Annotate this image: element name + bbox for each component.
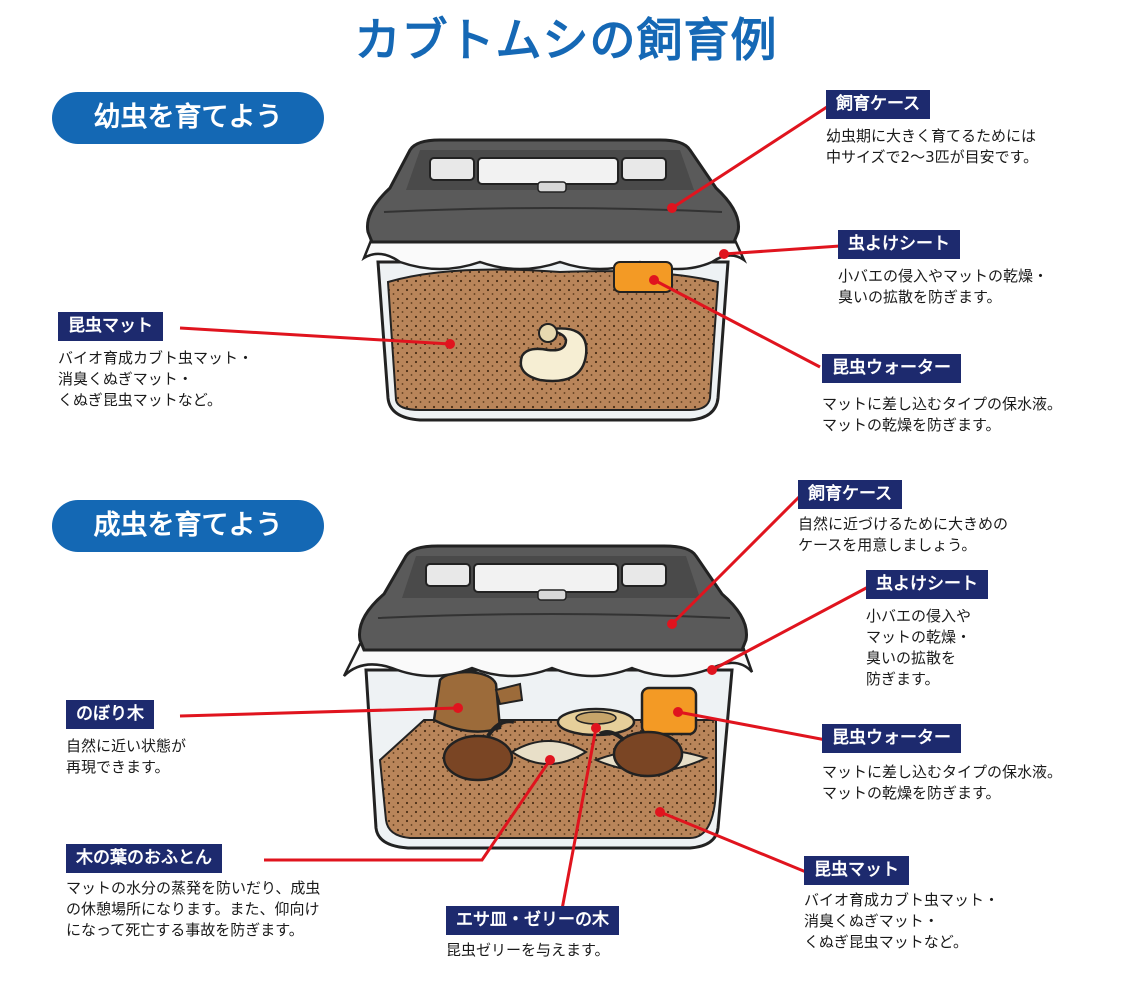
section-larva: 幼虫を育てよう — [52, 92, 324, 144]
adult-climb-desc: 自然に近い状態が再現できます。 — [66, 737, 187, 776]
adult-sheet-desc: 小バエの侵入やマットの乾燥・臭いの拡散を防ぎます。 — [866, 607, 972, 688]
adult-water-tag: 昆虫ウォーター — [822, 724, 961, 753]
larva-mat-desc: バイオ育成カブト虫マット・消臭くぬぎマット・くぬぎ昆虫マットなど。 — [58, 349, 254, 409]
larva-case-desc: 幼虫期に大きく育てるためには中サイズで2〜3匹が目安です。 — [826, 127, 1039, 166]
leader-lines — [179, 103, 871, 921]
larva-sheet-desc: 小バエの侵入やマットの乾燥・臭いの拡散を防ぎます。 — [838, 267, 1049, 306]
adult-climb-tag: のぼり木 — [66, 700, 154, 729]
adult-mat-desc: バイオ育成カブト虫マット・消臭くぬぎマット・くぬぎ昆虫マットなど。 — [804, 891, 1000, 951]
leader-dots — [445, 203, 729, 817]
adult-sheet-tag: 虫よけシート — [866, 570, 988, 599]
section-adult: 成虫を育てよう — [52, 500, 324, 552]
larva-sheet-tag: 虫よけシート — [838, 230, 960, 259]
adult-mat-tag: 昆虫マット — [804, 856, 909, 885]
adult-dish-tag: エサ皿・ゼリーの木 — [446, 906, 619, 935]
adult-leaves-desc: マットの水分の蒸発を防いだり、成虫の休憩場所になります。また、仰向けになって死亡… — [66, 879, 321, 939]
larva-case-tag: 飼育ケース — [826, 90, 931, 119]
adult-case-desc: 自然に近づけるために大きめのケースを用意しましょう。 — [798, 515, 1009, 554]
larva-water-tag: 昆虫ウォーター — [822, 354, 961, 383]
adult-leaves-tag: 木の葉のおふとん — [66, 844, 222, 873]
adult-case-tag: 飼育ケース — [798, 480, 903, 509]
page-title: カブトムシの飼育例 — [354, 13, 778, 67]
adult-dish-desc: 昆虫ゼリーを与えます。 — [446, 941, 610, 959]
larva-case — [361, 138, 748, 422]
adult-water-desc: マットに差し込むタイプの保水液。マットの乾燥を防ぎます。 — [822, 763, 1063, 802]
larva-water-desc: マットに差し込むタイプの保水液。マットの乾燥を防ぎます。 — [822, 395, 1063, 434]
larva-mat-tag: 昆虫マット — [58, 312, 163, 341]
adult-case — [342, 544, 754, 850]
